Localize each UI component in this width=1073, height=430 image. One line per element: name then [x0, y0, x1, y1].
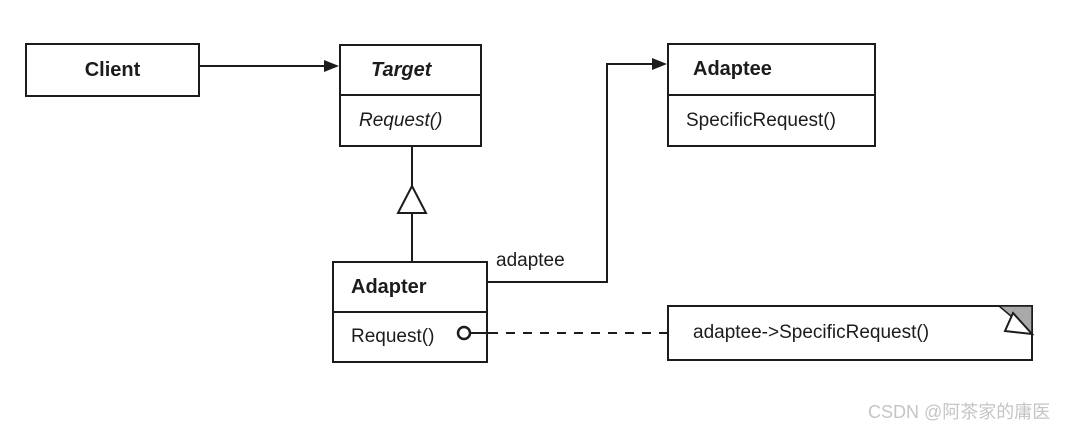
method-adaptee-specificrequest: SpecificRequest() — [686, 109, 836, 131]
inheritance-triangle-icon — [396, 183, 428, 214]
class-box-target: Target Request() — [339, 44, 482, 147]
method-adapter-request: Request() — [351, 326, 435, 347]
class-title-compartment: Target — [341, 46, 480, 96]
note-box: adaptee->SpecificRequest() — [667, 305, 1033, 361]
watermark-text: CSDN @阿茶家的庸医 — [868, 402, 1051, 422]
note-text: adaptee->SpecificRequest() — [693, 322, 930, 343]
class-title-compartment: Adapter — [334, 263, 486, 313]
class-method-compartment: SpecificRequest() — [669, 96, 874, 145]
class-title-compartment: Adaptee — [669, 45, 874, 96]
arrowhead-icon — [652, 58, 667, 70]
class-name-adaptee: Adaptee — [693, 58, 772, 80]
class-method-compartment: Request() — [334, 313, 486, 361]
class-box-adapter: Adapter Request() — [332, 261, 488, 363]
class-name-target: Target — [371, 58, 432, 81]
association-label-adaptee: adaptee — [496, 250, 565, 271]
class-name-client: Client — [84, 58, 141, 81]
class-method-compartment: Request() — [341, 96, 480, 145]
class-box-client: Client — [25, 43, 200, 97]
arrowhead-icon — [324, 60, 339, 72]
method-target-request: Request() — [359, 109, 443, 131]
class-name-adapter: Adapter — [351, 275, 427, 298]
class-box-adaptee: Adaptee SpecificRequest() — [667, 43, 876, 147]
